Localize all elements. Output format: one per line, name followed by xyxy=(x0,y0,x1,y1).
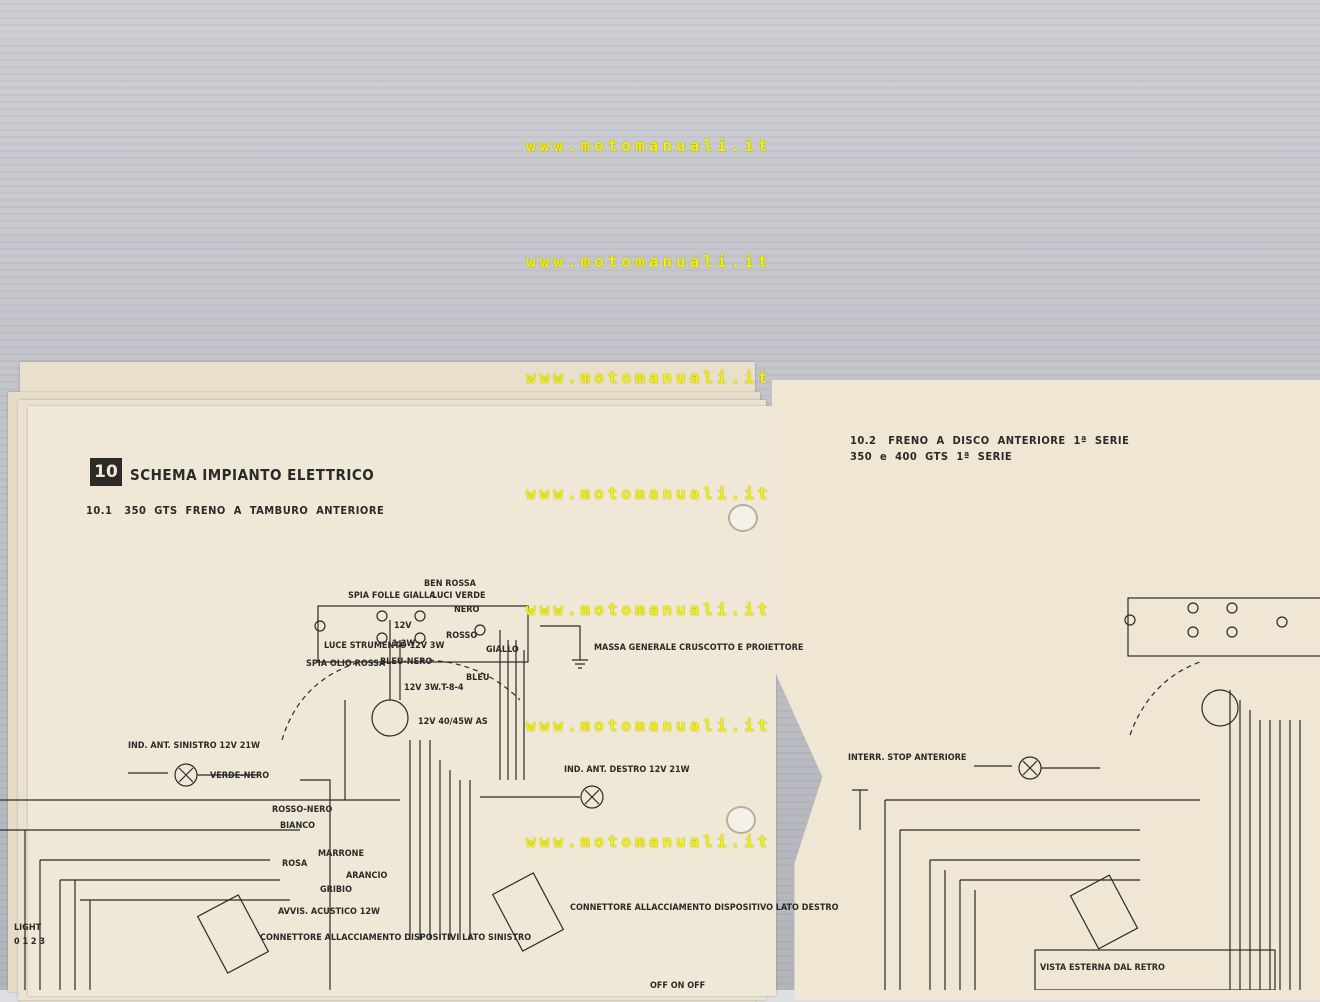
label-ind-sx: IND. ANT. SINISTRO 12V 21W xyxy=(128,741,260,751)
label-arancio: ARANCIO xyxy=(346,871,387,881)
label-luci-verde: LUCI VERDE xyxy=(432,591,485,601)
label-verde-nero: VERDE-NERO xyxy=(210,771,269,781)
label-spia-olio: SPIA OLIO ROSSA xyxy=(306,659,386,669)
label-ind-dx: IND. ANT. DESTRO 12V 21W xyxy=(564,765,690,775)
label-avvis: AVVIS. ACUSTICO 12W xyxy=(278,907,380,917)
label-lamp-spec: 12V 3W.T-8-4 xyxy=(404,683,464,693)
label-conn-sx: CONNETTORE ALLACCIAMENTO DISPOSITIVI LAT… xyxy=(260,933,531,943)
label-off-on: OFF ON OFF xyxy=(650,981,705,990)
binder-hole xyxy=(726,806,756,834)
label-massa: MASSA GENERALE CRUSCOTTO E PROIETTORE xyxy=(594,643,803,653)
label-light: LIGHT xyxy=(14,923,42,933)
label-bleu-nero: BLEU-NERO xyxy=(380,657,432,667)
label-bianco: BIANCO xyxy=(280,821,315,831)
label-spia-folle: SPIA FOLLE GIALLA xyxy=(348,591,436,601)
left-subtitle: 10.1 350 GTS FRENO A TAMBURO ANTERIORE xyxy=(86,504,385,517)
label-luce-strumento: LUCE STRUMENTO 12V 3W xyxy=(324,641,444,651)
watermark: www.motomanuali.it xyxy=(526,368,772,387)
label-marrone: MARRONE xyxy=(318,849,364,859)
watermark: www.motomanuali.it xyxy=(526,600,772,619)
label-light-pos: 0 1 2 3 xyxy=(14,937,45,947)
label-rosa: ROSA xyxy=(282,859,308,869)
label-vista: VISTA ESTERNA DAL RETRO xyxy=(1040,963,1165,973)
label-1-2w: 1,2W xyxy=(392,639,415,649)
label-conn-dx: CONNETTORE ALLACCIAMENTO DISPOSITIVO LAT… xyxy=(570,903,839,913)
label-nero: NERO xyxy=(454,605,480,615)
label-gribio: GRIBIO xyxy=(320,885,352,895)
right-subtitle-line1: 10.2 FRENO A DISCO ANTERIORE 1ª SERIE xyxy=(850,434,1130,447)
binder-hole xyxy=(728,504,758,532)
label-proiettore: 12V 40/45W AS xyxy=(418,717,488,727)
label-rosso: ROSSO xyxy=(446,631,477,641)
watermark: www.motomanuali.it xyxy=(526,136,772,155)
label-giallo: GIALLO xyxy=(486,645,519,655)
section-number: 10 xyxy=(90,458,122,486)
right-subtitle-line2: 350 e 400 GTS 1ª SERIE xyxy=(850,450,1013,463)
left-manual-page xyxy=(28,406,776,996)
watermark: www.motomanuali.it xyxy=(526,252,772,271)
label-interr-stop: INTERR. STOP ANTERIORE xyxy=(848,753,966,763)
watermark: www.motomanuali.it xyxy=(526,716,772,735)
right-manual-page xyxy=(772,380,1320,1000)
watermark: www.motomanuali.it xyxy=(526,832,772,851)
label-bleu: BLEU xyxy=(466,673,489,683)
label-ben-rossa: BEN ROSSA xyxy=(424,579,477,589)
watermark: www.motomanuali.it xyxy=(526,484,772,503)
label-rosso-nero: ROSSO-NERO xyxy=(272,805,332,815)
section-title: SCHEMA IMPIANTO ELETTRICO xyxy=(130,466,375,484)
label-12v: 12V xyxy=(394,621,412,631)
